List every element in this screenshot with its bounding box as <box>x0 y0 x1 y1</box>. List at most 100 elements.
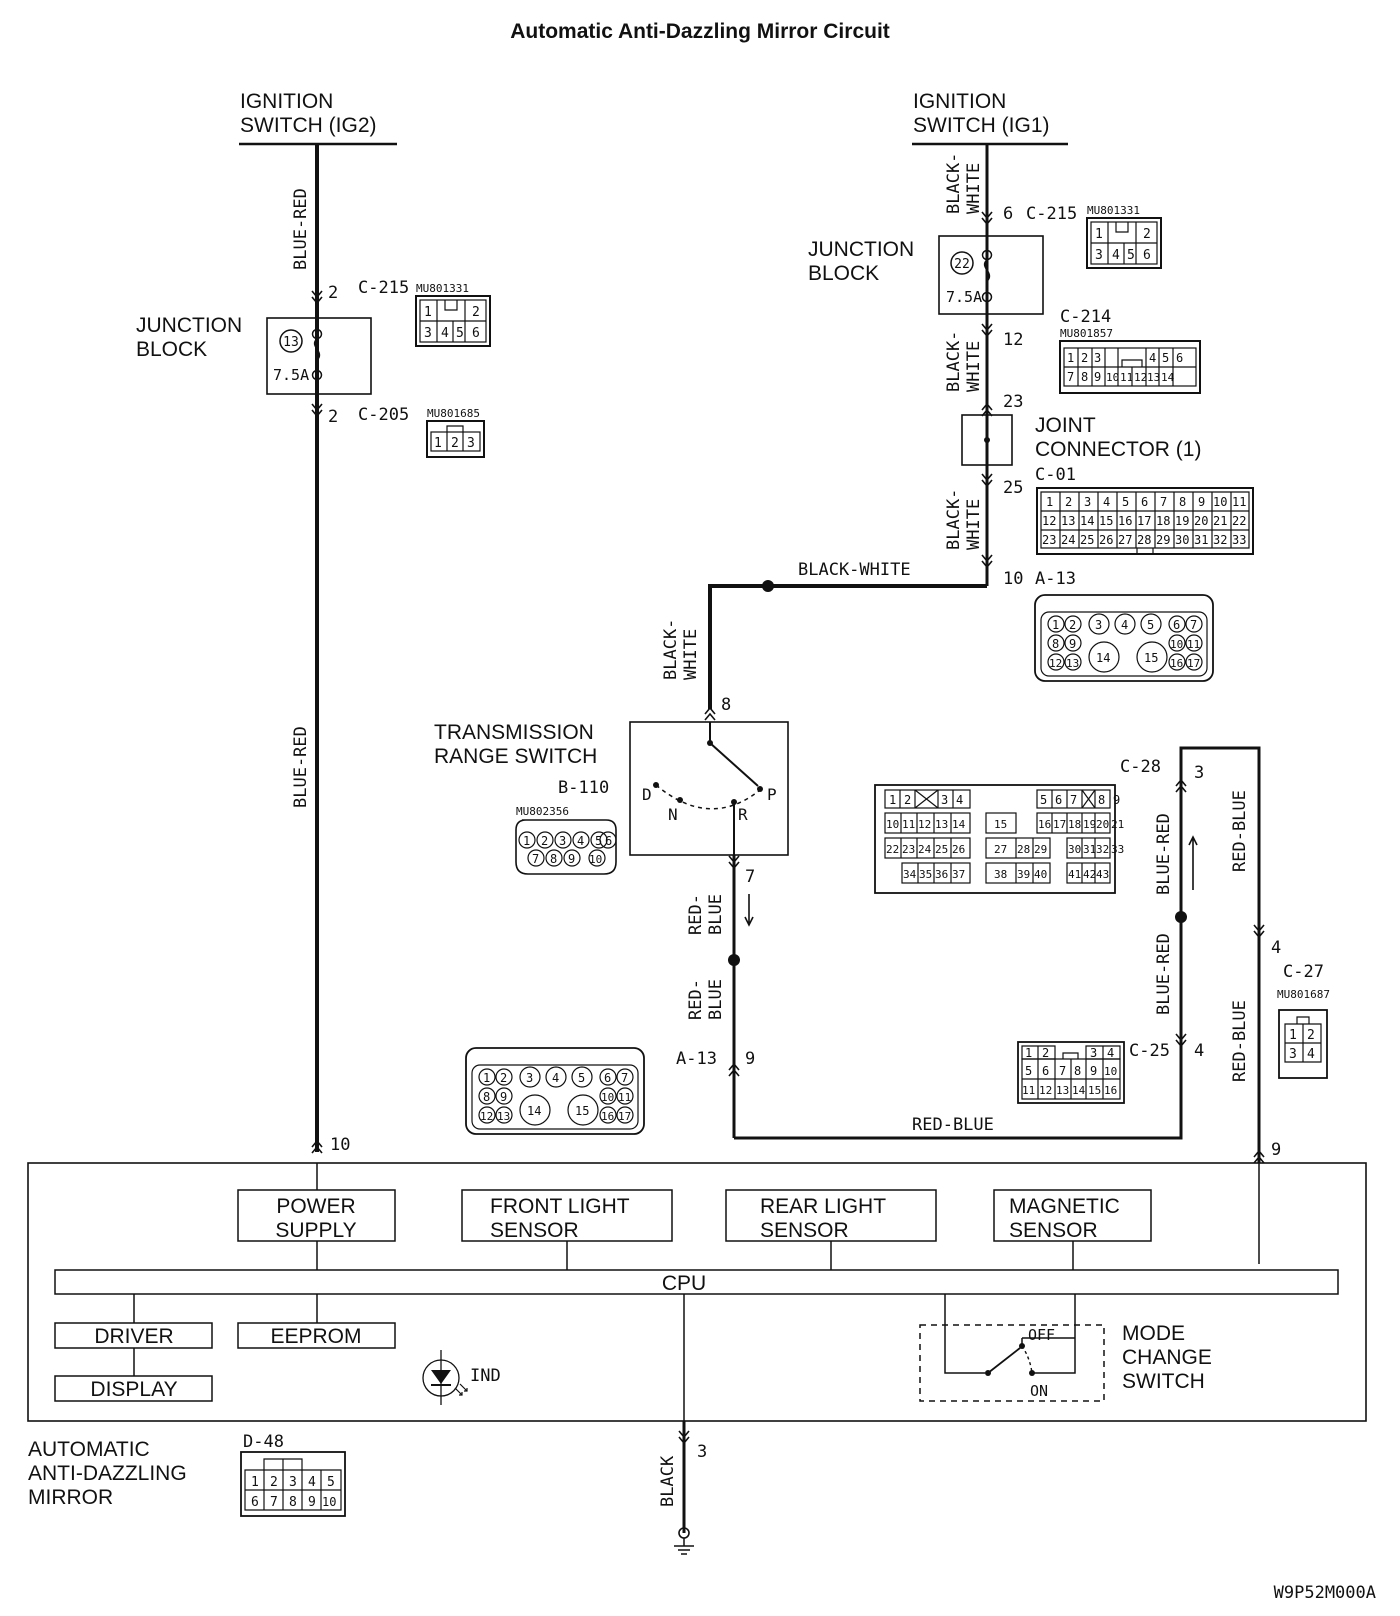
svg-text:7: 7 <box>1190 618 1197 632</box>
svg-text:13: 13 <box>497 1110 510 1123</box>
svg-text:4: 4 <box>441 326 449 341</box>
svg-text:10: 10 <box>322 1495 336 1509</box>
svg-text:3: 3 <box>1090 1046 1097 1060</box>
svg-text:7: 7 <box>1067 370 1074 384</box>
svg-text:3: 3 <box>1094 351 1101 365</box>
svg-text:6: 6 <box>1143 248 1151 263</box>
svg-text:1: 1 <box>889 793 896 807</box>
svg-text:16: 16 <box>1104 1084 1117 1097</box>
diagram-title: Automatic Anti-Dazzling Mirror Circuit <box>510 20 890 43</box>
svg-text:15: 15 <box>575 1104 589 1118</box>
wire-label-blue: BLUE <box>706 979 726 1020</box>
diagram-code: W9P52M000A <box>1274 1583 1376 1603</box>
rear-sensor-line1: REAR LIGHT <box>760 1195 886 1218</box>
svg-text:3: 3 <box>526 1071 533 1085</box>
connector-d48: D-48 <box>243 1432 284 1452</box>
part-number-mu801331-right: MU801331 <box>1087 204 1140 217</box>
wire-label-black: BLACK- <box>944 331 964 392</box>
svg-text:29: 29 <box>1156 533 1170 547</box>
svg-text:10: 10 <box>1104 1065 1117 1078</box>
connector-c205: C-205 <box>358 405 409 425</box>
fuse-rating-left: 7.5A <box>273 366 309 384</box>
wire-label-black: BLACK- <box>661 619 681 680</box>
svg-text:11: 11 <box>1187 638 1200 651</box>
mirror-name-line1: AUTOMATIC <box>28 1438 150 1461</box>
wire-label-blue-red-c28: BLUE-RED <box>1154 813 1174 895</box>
svg-text:13: 13 <box>935 818 948 831</box>
svg-text:3: 3 <box>941 793 948 807</box>
connector-c214: C-214 <box>1060 307 1111 327</box>
svg-text:5: 5 <box>1122 495 1129 509</box>
wire-label-blue-red-top: BLUE-RED <box>291 188 311 270</box>
pin-label: 6 <box>1003 204 1013 224</box>
svg-text:28: 28 <box>1137 533 1151 547</box>
svg-text:7: 7 <box>532 852 539 866</box>
ground-icon <box>674 1527 694 1555</box>
svg-text:14: 14 <box>1161 371 1175 384</box>
svg-text:23: 23 <box>1042 533 1056 547</box>
svg-text:12: 12 <box>1049 657 1062 670</box>
mode-label-line3: SWITCH <box>1122 1370 1205 1393</box>
svg-text:3: 3 <box>1095 618 1102 632</box>
ig2-label-line1: IGNITION <box>240 90 333 113</box>
svg-text:28: 28 <box>1017 843 1030 856</box>
cpu-label: CPU <box>662 1272 706 1295</box>
svg-text:17: 17 <box>1137 514 1151 528</box>
front-sensor-line2: SENSOR <box>490 1219 579 1242</box>
pin-label: 2 <box>328 407 338 427</box>
jb-left-line2: BLOCK <box>136 338 207 361</box>
svg-text:8: 8 <box>1179 495 1186 509</box>
svg-text:1: 1 <box>1046 495 1053 509</box>
terminal-arrow <box>704 707 716 721</box>
front-sensor-line1: FRONT LIGHT <box>490 1195 630 1218</box>
magnetic-sensor-block: MAGNETIC SENSOR <box>993 1189 1152 1242</box>
svg-text:12: 12 <box>918 818 931 831</box>
svg-text:24: 24 <box>1061 533 1075 547</box>
svg-text:14: 14 <box>1072 1084 1086 1097</box>
svg-text:5: 5 <box>327 1475 335 1490</box>
svg-text:2: 2 <box>270 1475 278 1490</box>
svg-text:25: 25 <box>1080 533 1094 547</box>
pin-label: 10 <box>330 1135 350 1155</box>
part-number-mu801687: MU801687 <box>1277 988 1330 1001</box>
svg-text:12: 12 <box>1042 514 1056 528</box>
svg-text:11: 11 <box>618 1091 631 1104</box>
svg-text:9: 9 <box>1069 637 1076 651</box>
wire-label-red-blue-bottom: RED-BLUE <box>912 1115 994 1135</box>
svg-text:9: 9 <box>500 1090 507 1104</box>
svg-text:1: 1 <box>434 436 442 451</box>
wire-label-black: BLACK- <box>944 489 964 550</box>
svg-text:5: 5 <box>1147 618 1154 632</box>
svg-text:4: 4 <box>552 1071 559 1085</box>
wire-black-white-horizontal <box>708 584 987 709</box>
svg-text:2: 2 <box>1042 1046 1049 1060</box>
wire-label-black-ground: BLACK <box>658 1455 678 1507</box>
display-label: DISPLAY <box>90 1378 177 1401</box>
svg-text:2: 2 <box>500 1071 507 1085</box>
svg-text:15: 15 <box>1144 651 1158 665</box>
svg-text:39: 39 <box>1017 868 1030 881</box>
wire-label-red: RED- <box>686 979 706 1020</box>
wire-red-blue-loop <box>734 746 1261 1163</box>
svg-text:29: 29 <box>1034 843 1047 856</box>
joint-label-line1: JOINT <box>1035 414 1096 437</box>
svg-text:3: 3 <box>289 1475 297 1490</box>
trs-label-line1: TRANSMISSION <box>434 721 594 744</box>
svg-text:19: 19 <box>1083 818 1096 831</box>
svg-text:9: 9 <box>1094 370 1101 384</box>
connector-a13-upper: A-13 <box>1035 569 1076 589</box>
svg-text:2: 2 <box>541 834 548 848</box>
svg-text:4: 4 <box>1121 618 1128 632</box>
wire-label-blue-red-mid: BLUE-RED <box>291 726 311 808</box>
svg-text:34: 34 <box>903 868 917 881</box>
svg-text:14: 14 <box>1080 514 1094 528</box>
mode-off-label: OFF <box>1028 1326 1055 1344</box>
svg-text:10: 10 <box>1213 495 1227 509</box>
svg-text:4: 4 <box>1112 248 1120 263</box>
eeprom-block: EEPROM <box>237 1322 396 1349</box>
pin-label: 7 <box>745 867 755 887</box>
svg-text:32: 32 <box>1096 843 1109 856</box>
pin-label: 3 <box>697 1442 707 1462</box>
svg-text:1: 1 <box>1067 351 1074 365</box>
